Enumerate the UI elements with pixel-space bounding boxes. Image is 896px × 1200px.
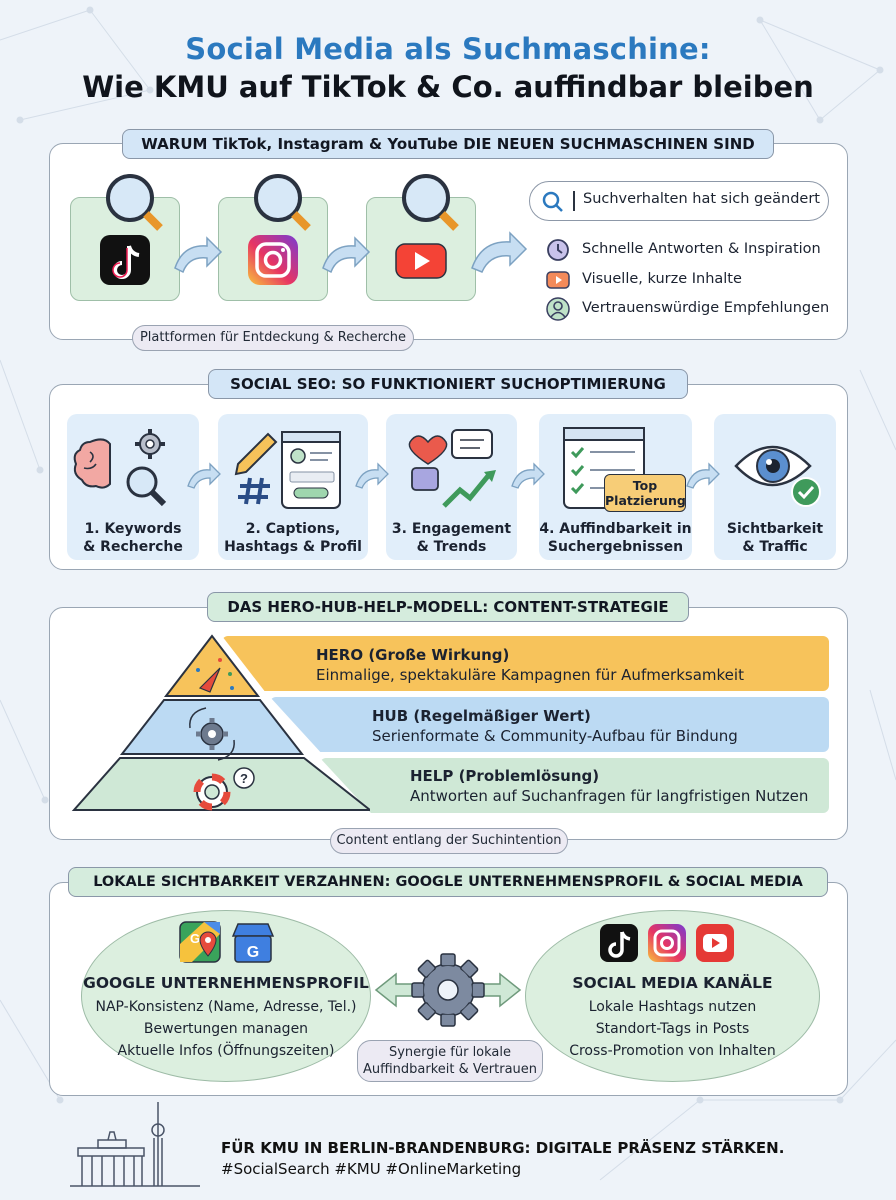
footer-hashtags: #SocialSearch #KMU #OnlineMarketing xyxy=(221,1160,522,1178)
person-icon xyxy=(546,297,570,321)
bullet-text-2: Visuelle, kurze Inhalte xyxy=(582,271,742,287)
hero-bar xyxy=(222,636,829,691)
instagram-icon xyxy=(248,235,298,285)
magnifier-icon xyxy=(126,466,167,507)
google-profile-title: GOOGLE UNTERNEHMENSPROFIL xyxy=(83,974,369,992)
seo-step-4-line2: Suchergebnissen xyxy=(547,539,684,555)
google-profile-item-3: Aktuelle Infos (Öffnungszeiten) xyxy=(117,1043,335,1059)
flow-arrow-icon xyxy=(174,231,528,274)
synergy-line2: Auffindbarkeit & Vertrauen xyxy=(362,1062,538,1077)
section-hero-hub-help-banner: DAS HERO-HUB-HELP-MODELL: CONTENT-STRATE… xyxy=(207,592,689,622)
top-badge-line1: Top xyxy=(632,478,658,493)
hub-tier-text: HUB (Regelmäßiger Wert) Serienformate & … xyxy=(372,707,738,745)
seo-step-5-line2: & Traffic xyxy=(742,539,808,555)
video-play-icon xyxy=(546,271,570,289)
search-intent-pill: Content entlang der Suchintention xyxy=(330,828,568,854)
search-cursor xyxy=(573,191,575,211)
social-channels-item-1: Lokale Hashtags nutzen xyxy=(588,999,757,1015)
chat-bubble-icon xyxy=(411,429,493,491)
youtube-icon xyxy=(395,243,447,279)
search-text: Suchverhalten hat sich geändert xyxy=(583,191,820,207)
hashtag-icon xyxy=(238,477,270,505)
hub-tier-title: HUB (Regelmäßiger Wert) xyxy=(372,707,591,725)
footer-headline: FÜR KMU IN BERLIN-BRANDENBURG: DIGITALE … xyxy=(221,1139,785,1157)
seo-icons-graphic xyxy=(73,427,821,509)
seo-step-1-line1: 1. Keywords xyxy=(84,521,182,537)
tiktok-icon xyxy=(100,235,150,285)
svg-text:?: ? xyxy=(240,771,248,786)
bullet-text-1: Schnelle Antworten & Inspiration xyxy=(582,241,821,257)
gear-icon xyxy=(135,429,165,459)
gear-cycle-icon xyxy=(189,707,235,761)
google-profile-item-2: Bewertungen managen xyxy=(143,1021,309,1037)
seo-step-5-line1: Sichtbarkeit xyxy=(726,521,824,537)
search-icon xyxy=(542,191,563,212)
google-business-icon: G xyxy=(231,923,275,963)
page-title-line1: Social Media als Suchmaschine: xyxy=(185,32,711,66)
trend-arrow-icon xyxy=(442,470,496,508)
section-local-banner: LOKALE SICHTBARKEIT VERZAHNEN: GOOGLE UN… xyxy=(68,867,828,897)
hero-tier-desc: Einmalige, spektakuläre Kampagnen für Au… xyxy=(316,666,744,684)
berlin-skyline-icon xyxy=(70,1102,200,1187)
confetti-icon xyxy=(196,658,234,693)
social-channels-item-3: Cross-Promotion von Inhalten xyxy=(569,1043,776,1059)
step-arrow-icon xyxy=(187,462,720,489)
heart-icon xyxy=(408,435,448,465)
instagram-icon xyxy=(648,924,686,962)
synergy-pill: Synergie für lokale Auffindbarkeit & Ver… xyxy=(357,1040,543,1082)
lifebuoy-icon xyxy=(193,773,231,811)
page-title-line2: Wie KMU auf TikTok & Co. auffindbar blei… xyxy=(82,70,814,104)
google-maps-icon: G xyxy=(179,921,221,963)
top-badge-line2: Platzierung xyxy=(605,493,686,508)
hub-tier-desc: Serienformate & Community-Aufbau für Bin… xyxy=(372,727,738,745)
top-placement-badge: Top Platzierung xyxy=(604,474,686,512)
help-tier-text: HELP (Problemlösung) Antworten auf Sucha… xyxy=(410,767,808,805)
hub-bar xyxy=(270,697,829,752)
seo-step-3-line1: 3. Engagement xyxy=(391,521,512,537)
hero-tier-title: HERO (Große Wirkung) xyxy=(316,646,510,664)
platform-flow-graphic xyxy=(100,174,528,285)
seo-step-2-line1: 2. Captions, xyxy=(245,521,341,537)
platforms-pill: Plattformen für Entdeckung & Recherche xyxy=(132,325,414,351)
social-channels-title: SOCIAL MEDIA KANÄLE xyxy=(572,974,773,992)
seo-step-3-line2: & Trends xyxy=(416,539,487,555)
magnifier-icon xyxy=(106,174,459,231)
checkmark-icon xyxy=(791,477,821,507)
seo-step-5: Sichtbarkeit & Traffic xyxy=(714,414,836,560)
svg-text:G: G xyxy=(247,944,259,961)
seo-step-4-line1: 4. Auffindbarkeit in xyxy=(539,521,692,537)
seo-step-1-line2: & Recherche xyxy=(83,539,183,555)
section-why-banner: WARUM TikTok, Instagram & YouTube DIE NE… xyxy=(122,129,774,159)
help-bar xyxy=(320,758,829,813)
profile-card-icon xyxy=(281,431,341,509)
hero-tier-text: HERO (Große Wirkung) Einmalige, spektaku… xyxy=(316,646,744,684)
section-seo-banner: SOCIAL SEO: SO FUNKTIONIERT SUCHOPTIMIER… xyxy=(208,369,688,399)
help-tier-desc: Antworten auf Suchanfragen für langfrist… xyxy=(410,787,809,805)
bullet-text-3: Vertrauenswürdige Empfehlungen xyxy=(582,300,830,316)
search-bar: Suchverhalten hat sich geändert xyxy=(529,181,829,221)
google-profile-item-1: NAP-Konsistenz (Name, Adresse, Tel.) xyxy=(95,999,357,1015)
social-channels-item-2: Standort-Tags in Posts xyxy=(595,1021,750,1037)
brain-icon xyxy=(73,438,111,489)
question-icon: ? xyxy=(233,767,255,789)
pencil-icon xyxy=(234,432,278,476)
youtube-icon xyxy=(696,924,734,962)
eye-icon xyxy=(734,445,812,487)
synergy-line1: Synergie für lokale xyxy=(388,1045,512,1060)
gear-icon xyxy=(411,953,485,1027)
synergy-gear-graphic xyxy=(374,953,522,1027)
clock-icon xyxy=(547,239,569,261)
help-tier-title: HELP (Problemlösung) xyxy=(410,767,600,785)
tiktok-icon xyxy=(600,924,638,962)
social-logos xyxy=(600,924,734,962)
seo-step-2-line2: Hashtags & Profil xyxy=(224,539,362,555)
google-profile-circle xyxy=(81,910,371,1082)
pyramid-graphic: ? xyxy=(71,634,370,811)
svg-text:G: G xyxy=(190,931,200,946)
